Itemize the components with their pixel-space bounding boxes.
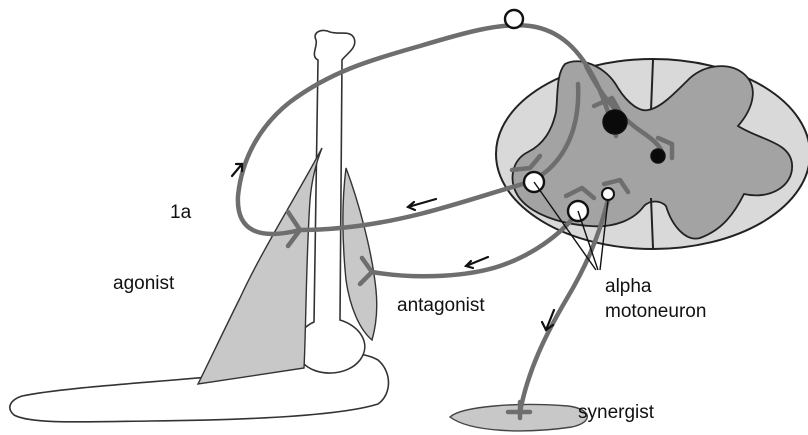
- agonist-motor-direction-arrow: [408, 199, 436, 210]
- dorsal-root-ganglion-cell: [505, 10, 523, 28]
- antagonist-motor-direction-arrow: [466, 257, 488, 268]
- antagonist-muscle: [343, 168, 377, 340]
- label-alpha: alpha: [605, 276, 652, 297]
- label-antagonist: antagonist: [397, 295, 485, 316]
- interneuron-large-black: [603, 110, 627, 134]
- interneuron-small-black: [651, 149, 665, 163]
- label-motoneuron: motoneuron: [605, 301, 706, 322]
- label-synergist: synergist: [578, 402, 655, 423]
- agonist-muscle: [198, 148, 322, 384]
- label-1a: 1a: [170, 202, 192, 223]
- synergist-alpha-motoneuron: [602, 188, 614, 200]
- label-agonist: agonist: [113, 273, 175, 294]
